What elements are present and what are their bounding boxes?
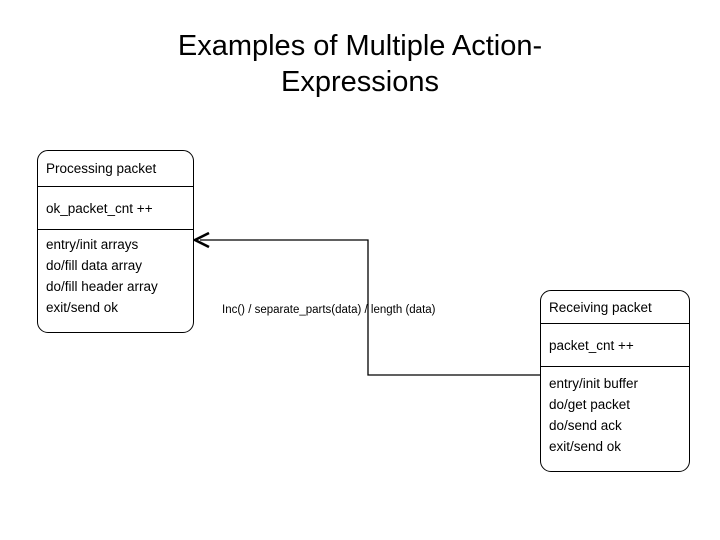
state-variable-compartment: packet_cnt ++ [541,323,689,366]
transition-arrowhead-icon [192,231,210,249]
state-actions-label: entry/init buffer do/get packet do/send … [549,376,639,454]
state-name-compartment: Receiving packet [541,291,689,323]
state-name-compartment: Processing packet [38,151,193,186]
state-name-label: Receiving packet [549,299,652,315]
state-variable-compartment: ok_packet_cnt ++ [38,186,193,229]
state-actions-compartment: entry/init arrays do/fill data array do/… [38,229,193,332]
state-variable-label: ok_packet_cnt ++ [46,200,153,216]
state-box-receiving-packet[interactable]: Receiving packet packet_cnt ++ entry/ini… [540,290,690,472]
state-variable-label: packet_cnt ++ [549,337,634,353]
transition-label: Inc() / separate_parts(data) / length (d… [222,304,436,316]
state-name-label: Processing packet [46,161,157,176]
state-actions-label: entry/init arrays do/fill data array do/… [46,237,158,315]
state-box-processing-packet[interactable]: Processing packet ok_packet_cnt ++ entry… [37,150,194,333]
state-actions-compartment: entry/init buffer do/get packet do/send … [541,366,689,471]
page-title: Examples of Multiple Action- Expressions [177,30,543,98]
